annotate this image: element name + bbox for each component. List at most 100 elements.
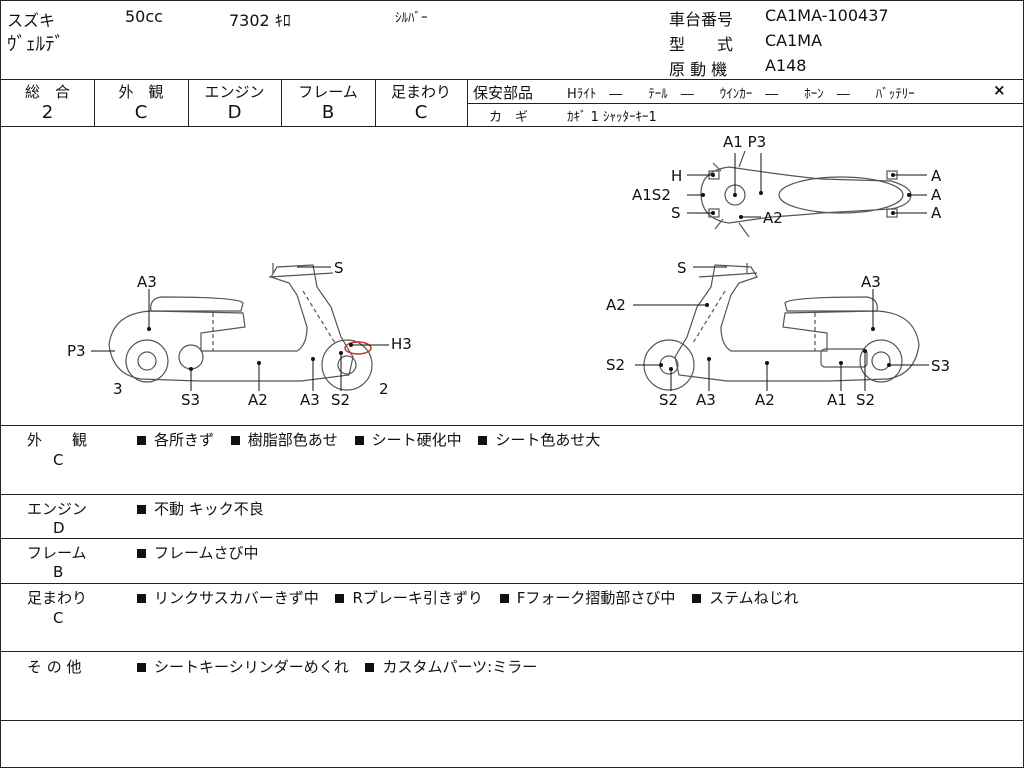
engine-comments: 不動 キック不良 bbox=[137, 498, 276, 519]
exterior-section-grade: C bbox=[53, 451, 64, 469]
top-label-a-3: A bbox=[931, 204, 942, 222]
bullet-icon bbox=[137, 435, 146, 445]
divider bbox=[188, 79, 189, 126]
comment-item: 各所きず bbox=[154, 431, 215, 449]
frame-section-title: フレーム bbox=[27, 544, 87, 562]
comment-item: リンクサスカバーきず中 bbox=[154, 589, 319, 607]
suspension-section-title: 足まわり bbox=[27, 589, 88, 607]
divider bbox=[1, 720, 1023, 721]
scooter-right-labels: S A2 A3 S2 S3 S2 A3 A2 A1 S2 bbox=[606, 259, 950, 409]
exterior-section-title: 外 観 bbox=[27, 431, 88, 449]
right-label-s: S bbox=[677, 259, 687, 277]
frame-comments: フレームさび中 bbox=[137, 542, 271, 563]
right-label-s3: S3 bbox=[931, 357, 950, 375]
comment-item: ステムねじれ bbox=[709, 589, 799, 607]
model-name: ｳﾞｪﾙﾃﾞ bbox=[7, 33, 65, 55]
comment-item: シートキーシリンダーめくれ bbox=[154, 658, 349, 676]
engine-type-label: 原 動 機 bbox=[669, 60, 728, 79]
suspension-label: 足まわり bbox=[390, 83, 451, 101]
comment-item: シート色あせ大 bbox=[495, 431, 601, 449]
left-label-a3-bot: A3 bbox=[300, 391, 320, 409]
top-label-a1s2: A1S2 bbox=[632, 186, 671, 204]
exterior-grade: C bbox=[134, 102, 148, 123]
right-label-a2-bot: A2 bbox=[755, 391, 775, 409]
right-label-a3-top: A3 bbox=[861, 273, 881, 291]
left-label-p3: P3 bbox=[67, 342, 86, 360]
divider bbox=[1, 79, 1023, 80]
engine-section-title: エンジン bbox=[27, 500, 88, 518]
frame-label: フレーム bbox=[298, 83, 358, 101]
right-label-a1: A1 bbox=[827, 391, 847, 409]
scooter-left-labels: S A3 P3 H3 3 S3 A2 A3 S2 2 bbox=[67, 259, 412, 409]
top-label-a-1: A bbox=[931, 167, 942, 185]
safety-items: Hﾗｲﾄ ― ﾃｰﾙ ― ｳｲﾝｶｰ ― ﾎｰﾝ ― ﾊﾞｯﾃﾘｰ bbox=[567, 87, 915, 102]
exterior-label: 外 観 bbox=[118, 83, 164, 101]
scooter-left-side bbox=[108, 263, 373, 391]
suspension-grade: C bbox=[414, 102, 428, 123]
left-label-h3: H3 bbox=[391, 335, 412, 353]
bullet-icon bbox=[335, 593, 345, 603]
comment-item: 不動 キック不良 bbox=[154, 500, 264, 518]
left-label-s2: S2 bbox=[331, 391, 350, 409]
left-label-s3: S3 bbox=[181, 391, 200, 409]
left-label-3: 3 bbox=[113, 380, 123, 398]
divider bbox=[94, 79, 95, 126]
battery-mark: × bbox=[993, 81, 1006, 99]
left-label-a2: A2 bbox=[248, 391, 268, 409]
divider bbox=[1, 425, 1023, 426]
right-label-a3-bot: A3 bbox=[696, 391, 716, 409]
comment-item: Rブレーキ引きずり bbox=[352, 589, 483, 607]
comment-item: カスタムパーツ:ミラー bbox=[382, 658, 538, 676]
top-label-a1p3: A1 P3 bbox=[723, 133, 766, 151]
frame-grade: B bbox=[321, 102, 335, 123]
type-value: CA1MA bbox=[765, 31, 823, 50]
damage-diagram: S A3 P3 H3 3 S3 A2 A3 S2 2 bbox=[67, 133, 950, 409]
divider bbox=[467, 103, 1023, 104]
key-label: カ ギ bbox=[489, 110, 529, 125]
engine-section-grade: D bbox=[53, 519, 65, 537]
left-label-s: S bbox=[334, 259, 344, 277]
body-color: ｼﾙﾊﾞｰ bbox=[395, 11, 428, 26]
displacement: 50cc bbox=[125, 7, 163, 26]
divider bbox=[1, 583, 1023, 584]
bullet-icon bbox=[692, 593, 702, 603]
right-label-s2-left: S2 bbox=[606, 356, 625, 374]
engine-type-value: A148 bbox=[765, 56, 807, 75]
right-label-a2-top: A2 bbox=[606, 296, 626, 314]
bullet-icon bbox=[354, 435, 364, 445]
suspension-comments: リンクサスカバーきず中 Rブレーキ引きずり Fフォーク摺動部さび中 ステムねじれ bbox=[137, 587, 811, 608]
mileage: 7302 ｷﾛ bbox=[229, 11, 291, 30]
bullet-icon bbox=[137, 662, 146, 672]
bullet-icon bbox=[137, 548, 146, 558]
left-label-2: 2 bbox=[379, 380, 389, 398]
overall-grade: 2 bbox=[41, 102, 54, 123]
overall-label: 総 合 bbox=[24, 83, 70, 101]
comment-item: 樹脂部色あせ bbox=[247, 431, 338, 449]
other-section-title: そ の 他 bbox=[27, 658, 82, 676]
right-label-s2-bot: S2 bbox=[659, 391, 678, 409]
divider bbox=[467, 79, 468, 126]
frame-no: CA1MA-100437 bbox=[765, 6, 889, 25]
bullet-icon bbox=[230, 435, 240, 445]
right-label-s2-bot2: S2 bbox=[856, 391, 875, 409]
exterior-comments: 各所きず 樹脂部色あせ シート硬化中 シート色あせ大 bbox=[137, 429, 612, 450]
comment-item: シート硬化中 bbox=[371, 431, 462, 449]
engine-label: エンジン bbox=[204, 83, 265, 101]
other-comments: シートキーシリンダーめくれ カスタムパーツ:ミラー bbox=[137, 656, 549, 677]
top-label-s: S bbox=[671, 204, 681, 222]
divider bbox=[375, 79, 376, 126]
bullet-icon bbox=[499, 593, 509, 603]
suspension-section-grade: C bbox=[53, 609, 64, 627]
maker: スズキ bbox=[7, 11, 56, 30]
frame-no-label: 車台番号 bbox=[669, 10, 734, 29]
top-label-h: H bbox=[671, 167, 682, 185]
type-label: 型 式 bbox=[669, 35, 734, 54]
divider bbox=[1, 126, 1023, 127]
frame-section-grade: B bbox=[53, 563, 64, 581]
divider bbox=[1, 651, 1023, 652]
top-label-a2: A2 bbox=[763, 209, 783, 227]
bullet-icon bbox=[137, 593, 146, 603]
left-label-a3-top: A3 bbox=[137, 273, 157, 291]
engine-grade: D bbox=[227, 102, 242, 123]
